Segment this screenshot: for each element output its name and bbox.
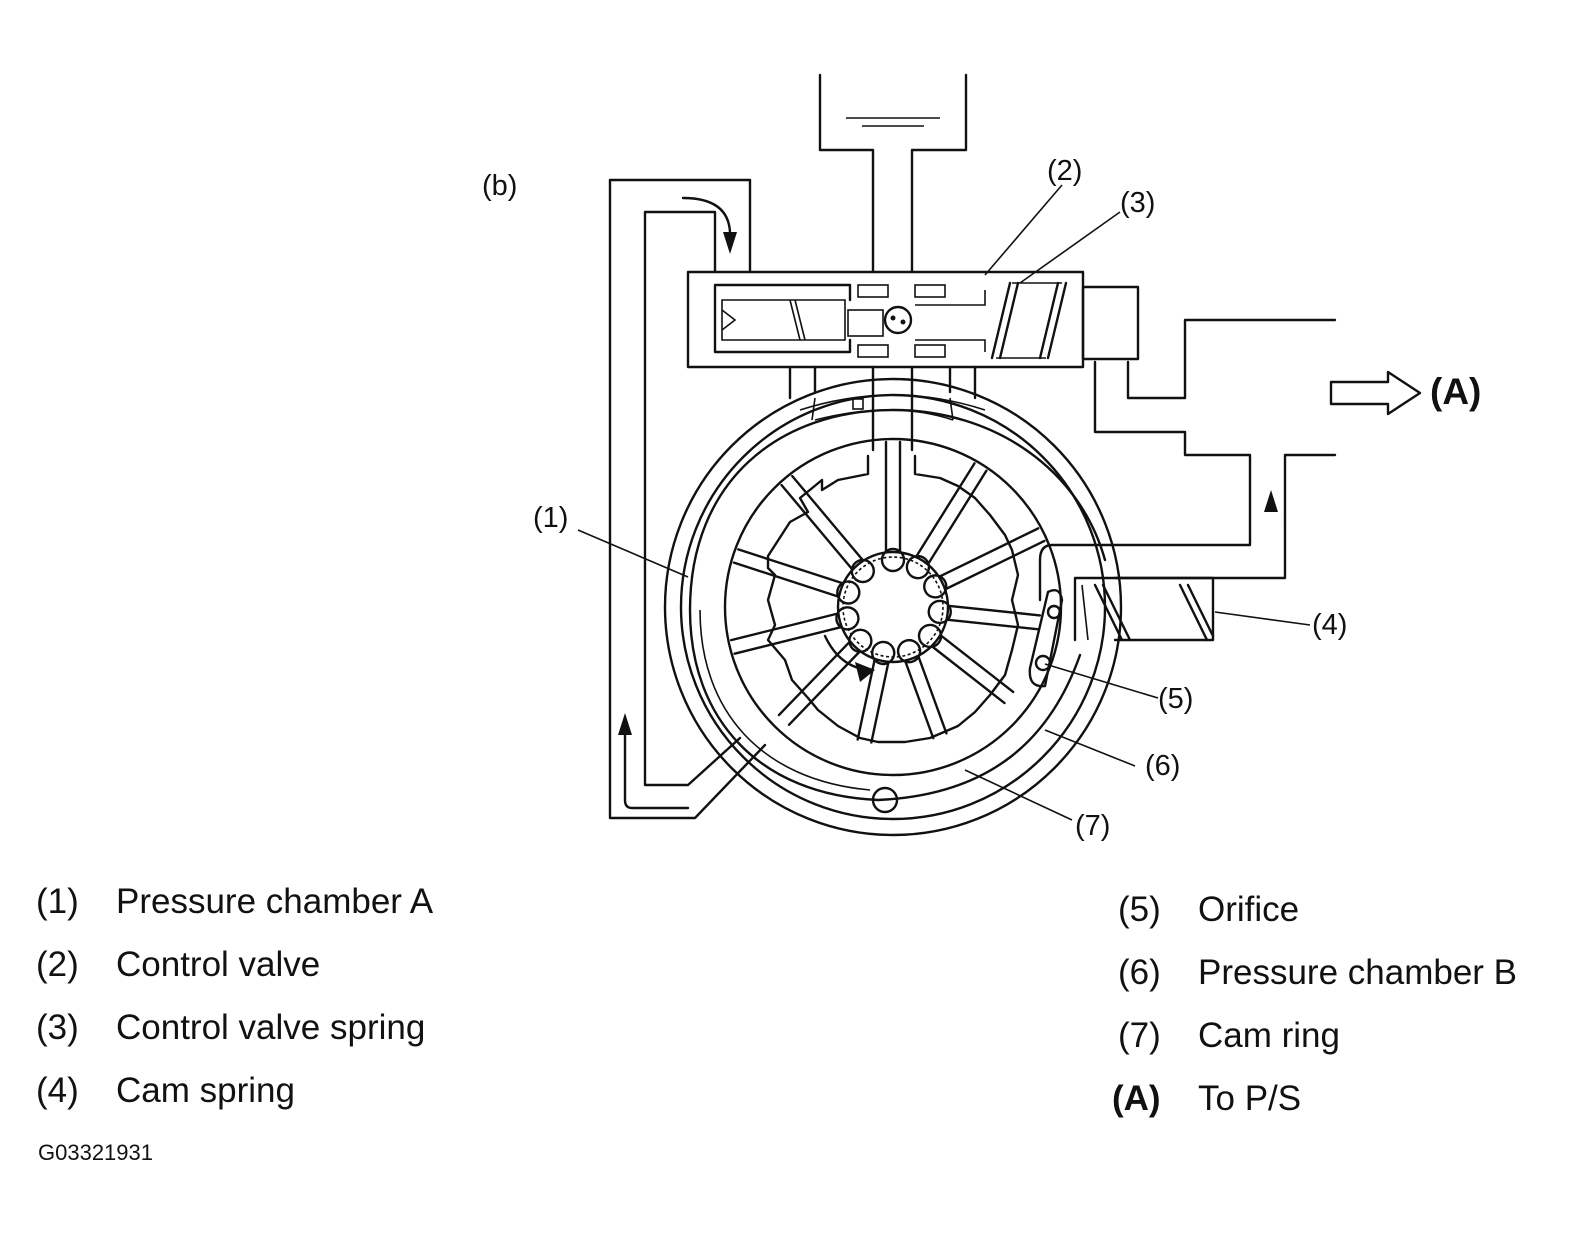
return-line <box>608 178 767 820</box>
callout-1: (1) <box>533 502 568 534</box>
legend-text: Orifice <box>1198 890 1300 929</box>
callouts: (b) (1) (2) (3) (4) (5) (6) (7) (A) <box>482 155 1481 842</box>
cam-ring <box>688 408 1107 814</box>
callout-6: (6) <box>1145 750 1180 782</box>
cam-spring <box>1073 576 1215 642</box>
legend-number: (7) <box>1118 1016 1161 1055</box>
leader-lines <box>577 184 1311 821</box>
rotor <box>723 437 1063 777</box>
legend-number: (5) <box>1118 890 1161 929</box>
outlet-piping <box>1038 318 1422 602</box>
control-valve <box>686 270 1140 369</box>
legend-number: (2) <box>36 945 79 984</box>
callout-5: (5) <box>1158 683 1193 715</box>
flow-arrow-up <box>618 713 632 735</box>
vanes <box>730 440 1046 744</box>
legend-text: Cam spring <box>116 1071 295 1110</box>
legend-right: (5) Orifice (6) Pressure chamber B (7) C… <box>1112 890 1562 1130</box>
callout-2: (2) <box>1047 155 1082 187</box>
legend-number: (3) <box>36 1008 79 1047</box>
legend-text: Cam ring <box>1198 1016 1340 1055</box>
legend-number: (1) <box>36 882 79 921</box>
callout-b: (b) <box>482 170 517 202</box>
rotation-arrow <box>855 662 875 682</box>
reservoir-tank <box>818 73 968 274</box>
outlet-label: (A) <box>1430 371 1481 412</box>
legend-left: (1) Pressure chamber A (2) Control valve… <box>36 882 556 1122</box>
control-valve-spring <box>990 281 1068 360</box>
legend-text: Control valve <box>116 945 321 984</box>
flow-arrow-down <box>723 232 737 254</box>
legend-text: Pressure chamber B <box>1198 953 1518 992</box>
legend-number: (4) <box>36 1071 79 1110</box>
callout-4: (4) <box>1312 609 1347 641</box>
figure-id: G03321931 <box>38 1140 153 1165</box>
callout-7: (7) <box>1075 810 1110 842</box>
outlet-arrow-icon <box>1329 370 1422 416</box>
flow-arrow-up-outlet <box>1264 490 1278 512</box>
legend-number: (6) <box>1118 953 1161 992</box>
legend-text: Control valve spring <box>116 1008 426 1047</box>
callout-3: (3) <box>1120 187 1155 219</box>
legend-text: Pressure chamber A <box>116 882 434 921</box>
legend-text: To P/S <box>1198 1079 1302 1118</box>
orifice <box>1028 589 1064 688</box>
legend-number: (A) <box>1112 1079 1161 1118</box>
